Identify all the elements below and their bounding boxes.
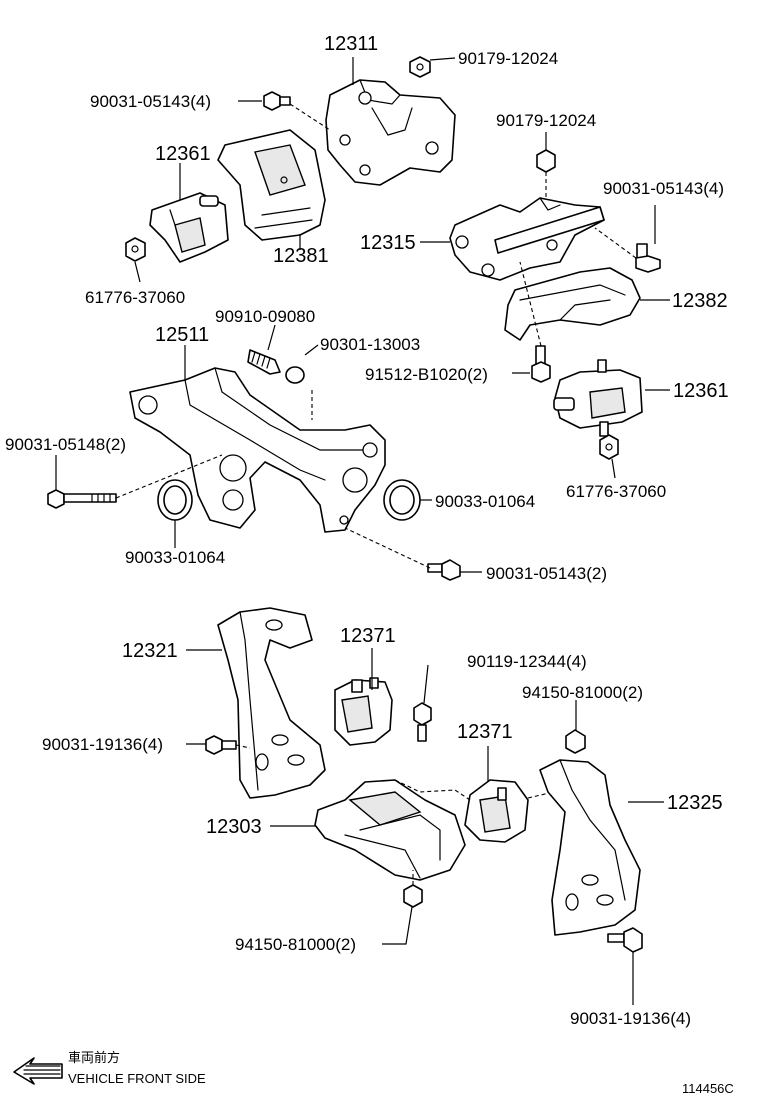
assembly-line-91512 <box>519 261 542 347</box>
assembly-line-12311-bolt <box>289 103 331 131</box>
label-91512-B1020: 91512-B1020(2) <box>365 365 488 384</box>
leader-12311-nut <box>429 57 456 61</box>
label-12321: 12321 <box>122 640 178 662</box>
leader-90301 <box>304 344 319 356</box>
label-12325: 12325 <box>667 792 723 814</box>
label-90031-19136-right: 90031-19136(4) <box>570 1009 691 1028</box>
label-12311: 12311 <box>324 33 378 55</box>
label-90301-13003: 90301-13003 <box>320 335 420 354</box>
label-61776-37060-right: 61776-37060 <box>566 482 666 501</box>
leader-90910 <box>267 324 276 351</box>
label-90179-12024-top: 90179-12024 <box>458 49 558 68</box>
label-90119-12344: 90119-12344(4) <box>467 652 587 671</box>
part-12371-insulator-a <box>334 677 393 746</box>
part-12371-insulator-b <box>464 779 529 843</box>
ring-90033-01064-left <box>157 479 193 521</box>
leader-61776-top <box>134 261 141 283</box>
label-90033-01064-left: 90033-01064 <box>125 548 225 567</box>
part-12321-bracket <box>217 607 326 799</box>
label-94150-81000-bottom: 94150-81000(2) <box>235 935 356 954</box>
nut-90179-12024-top <box>409 56 431 78</box>
assembly-line-90031-05143-bottom <box>344 527 431 569</box>
bolt-91512-B1020 <box>531 345 551 383</box>
label-90033-01064-right: 90033-01064 <box>435 492 535 511</box>
stud-90910-09080 <box>247 349 281 375</box>
label-90031-05143-top: 90031-05143(4) <box>90 92 211 111</box>
label-90910-09080: 90910-09080 <box>215 307 315 326</box>
assembly-line-90031-19136-left <box>235 744 251 749</box>
part-12325-bracket <box>539 759 641 936</box>
label-90031-05143-bottom: 90031-05143(2) <box>486 564 607 583</box>
part-12311-bracket <box>325 79 456 186</box>
vehicle-front-arrow-icon <box>13 1057 63 1085</box>
nut-90179-12024-right <box>536 149 556 173</box>
nut-61776-37060-top <box>125 237 146 262</box>
part-12511-crossmember <box>129 367 386 533</box>
figure-id: 114456C <box>682 1081 734 1096</box>
assembly-line-12315-bolt <box>594 227 637 259</box>
bolt-90031-05143-right <box>635 243 661 273</box>
assembly-line-90031-05148 <box>115 454 223 499</box>
label-12361-top: 12361 <box>155 143 211 165</box>
ring-90033-01064-right <box>383 479 421 521</box>
label-12371-a: 12371 <box>340 625 396 647</box>
leader-61776-right <box>611 458 616 479</box>
nut-94150-81000-bottom <box>403 884 423 908</box>
bolt-90031-19136-left <box>205 735 237 755</box>
bolt-90119-12344 <box>413 702 432 742</box>
leader-94150-bottom <box>382 906 413 945</box>
nut-94150-81000-top <box>565 729 586 754</box>
label-12361-right: 12361 <box>673 380 729 402</box>
nut-61776-37060-right <box>599 434 619 460</box>
label-12381: 12381 <box>273 245 329 267</box>
bolt-90031-19136-right <box>607 927 643 953</box>
label-90031-05148: 90031-05148(2) <box>5 435 126 454</box>
label-94150-81000-top: 94150-81000(2) <box>522 683 643 702</box>
bolt-90031-05143-bottom <box>427 559 461 581</box>
label-61776-37060-top: 61776-37060 <box>85 288 185 307</box>
bolt-90031-05148 <box>47 489 117 509</box>
label-90179-12024-right: 90179-12024 <box>496 111 596 130</box>
part-12361-insulator-top <box>149 192 229 263</box>
assembly-line-12303 <box>394 779 471 801</box>
bolt-90031-05143-top-left <box>263 91 291 111</box>
label-90031-05143-right: 90031-05143(4) <box>603 179 724 198</box>
part-12315-bracket <box>449 197 605 281</box>
label-12511: 12511 <box>155 324 209 346</box>
part-12361-insulator-right <box>553 359 643 437</box>
part-12381-cover <box>217 129 326 241</box>
label-90031-19136-left: 90031-19136(4) <box>42 735 163 754</box>
gasket-90301-13003 <box>285 366 305 384</box>
part-12303-mount <box>314 779 466 881</box>
label-12371-b: 12371 <box>457 721 513 743</box>
leader-90119 <box>423 664 429 704</box>
label-12315: 12315 <box>360 232 416 254</box>
direction-label-en: VEHICLE FRONT SIDE <box>68 1071 206 1086</box>
label-12303: 12303 <box>206 816 262 838</box>
direction-label-jp: 車両前方 <box>68 1050 120 1065</box>
label-12382: 12382 <box>672 290 728 312</box>
part-12382-cover <box>504 267 641 341</box>
